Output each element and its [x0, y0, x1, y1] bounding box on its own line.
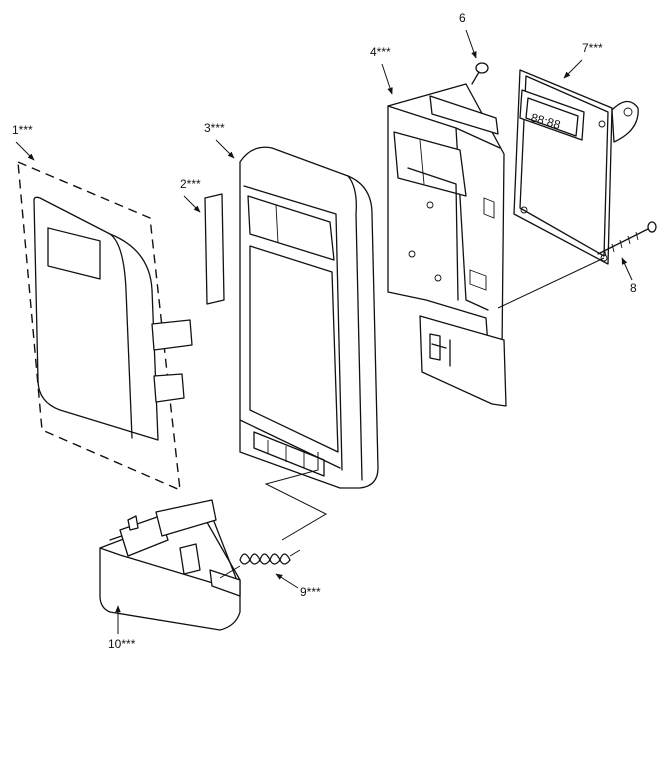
callout-9-label: 9*** [300, 585, 321, 599]
callout-7: 7*** [563, 41, 603, 79]
part-4-control-chassis [387, 83, 507, 407]
callout-4: 4*** [370, 45, 393, 95]
callout-1: 1*** [12, 123, 35, 161]
callout-8: 8 [621, 257, 637, 295]
callout-1-label: 1*** [12, 123, 33, 137]
callout-2: 2*** [180, 177, 201, 213]
part-9-spring [219, 549, 301, 579]
callout-6: 6 [459, 11, 477, 59]
part-10-latch-assembly [99, 499, 241, 631]
callout-3: 3*** [204, 121, 235, 159]
callout-6-label: 6 [459, 11, 466, 25]
part-1-control-overlay [17, 160, 193, 492]
part-3-control-panel-frame [239, 146, 379, 489]
part-6-screw [471, 62, 489, 85]
callout-9: 9*** [275, 573, 321, 599]
callout-10-label: 10*** [108, 637, 136, 651]
wire-harness [264, 452, 328, 541]
callout-4-label: 4*** [370, 45, 391, 59]
callout-3-label: 3*** [204, 121, 225, 135]
callout-7-label: 7*** [582, 41, 603, 55]
callout-10: 10*** [108, 605, 136, 651]
callout-8-label: 8 [630, 281, 637, 295]
part-7-display-board: 88:88 [513, 69, 639, 265]
part-8-screw [597, 221, 657, 257]
part-2-window-strip [204, 193, 225, 305]
assembly-line [497, 257, 605, 309]
callout-2-label: 2*** [180, 177, 201, 191]
